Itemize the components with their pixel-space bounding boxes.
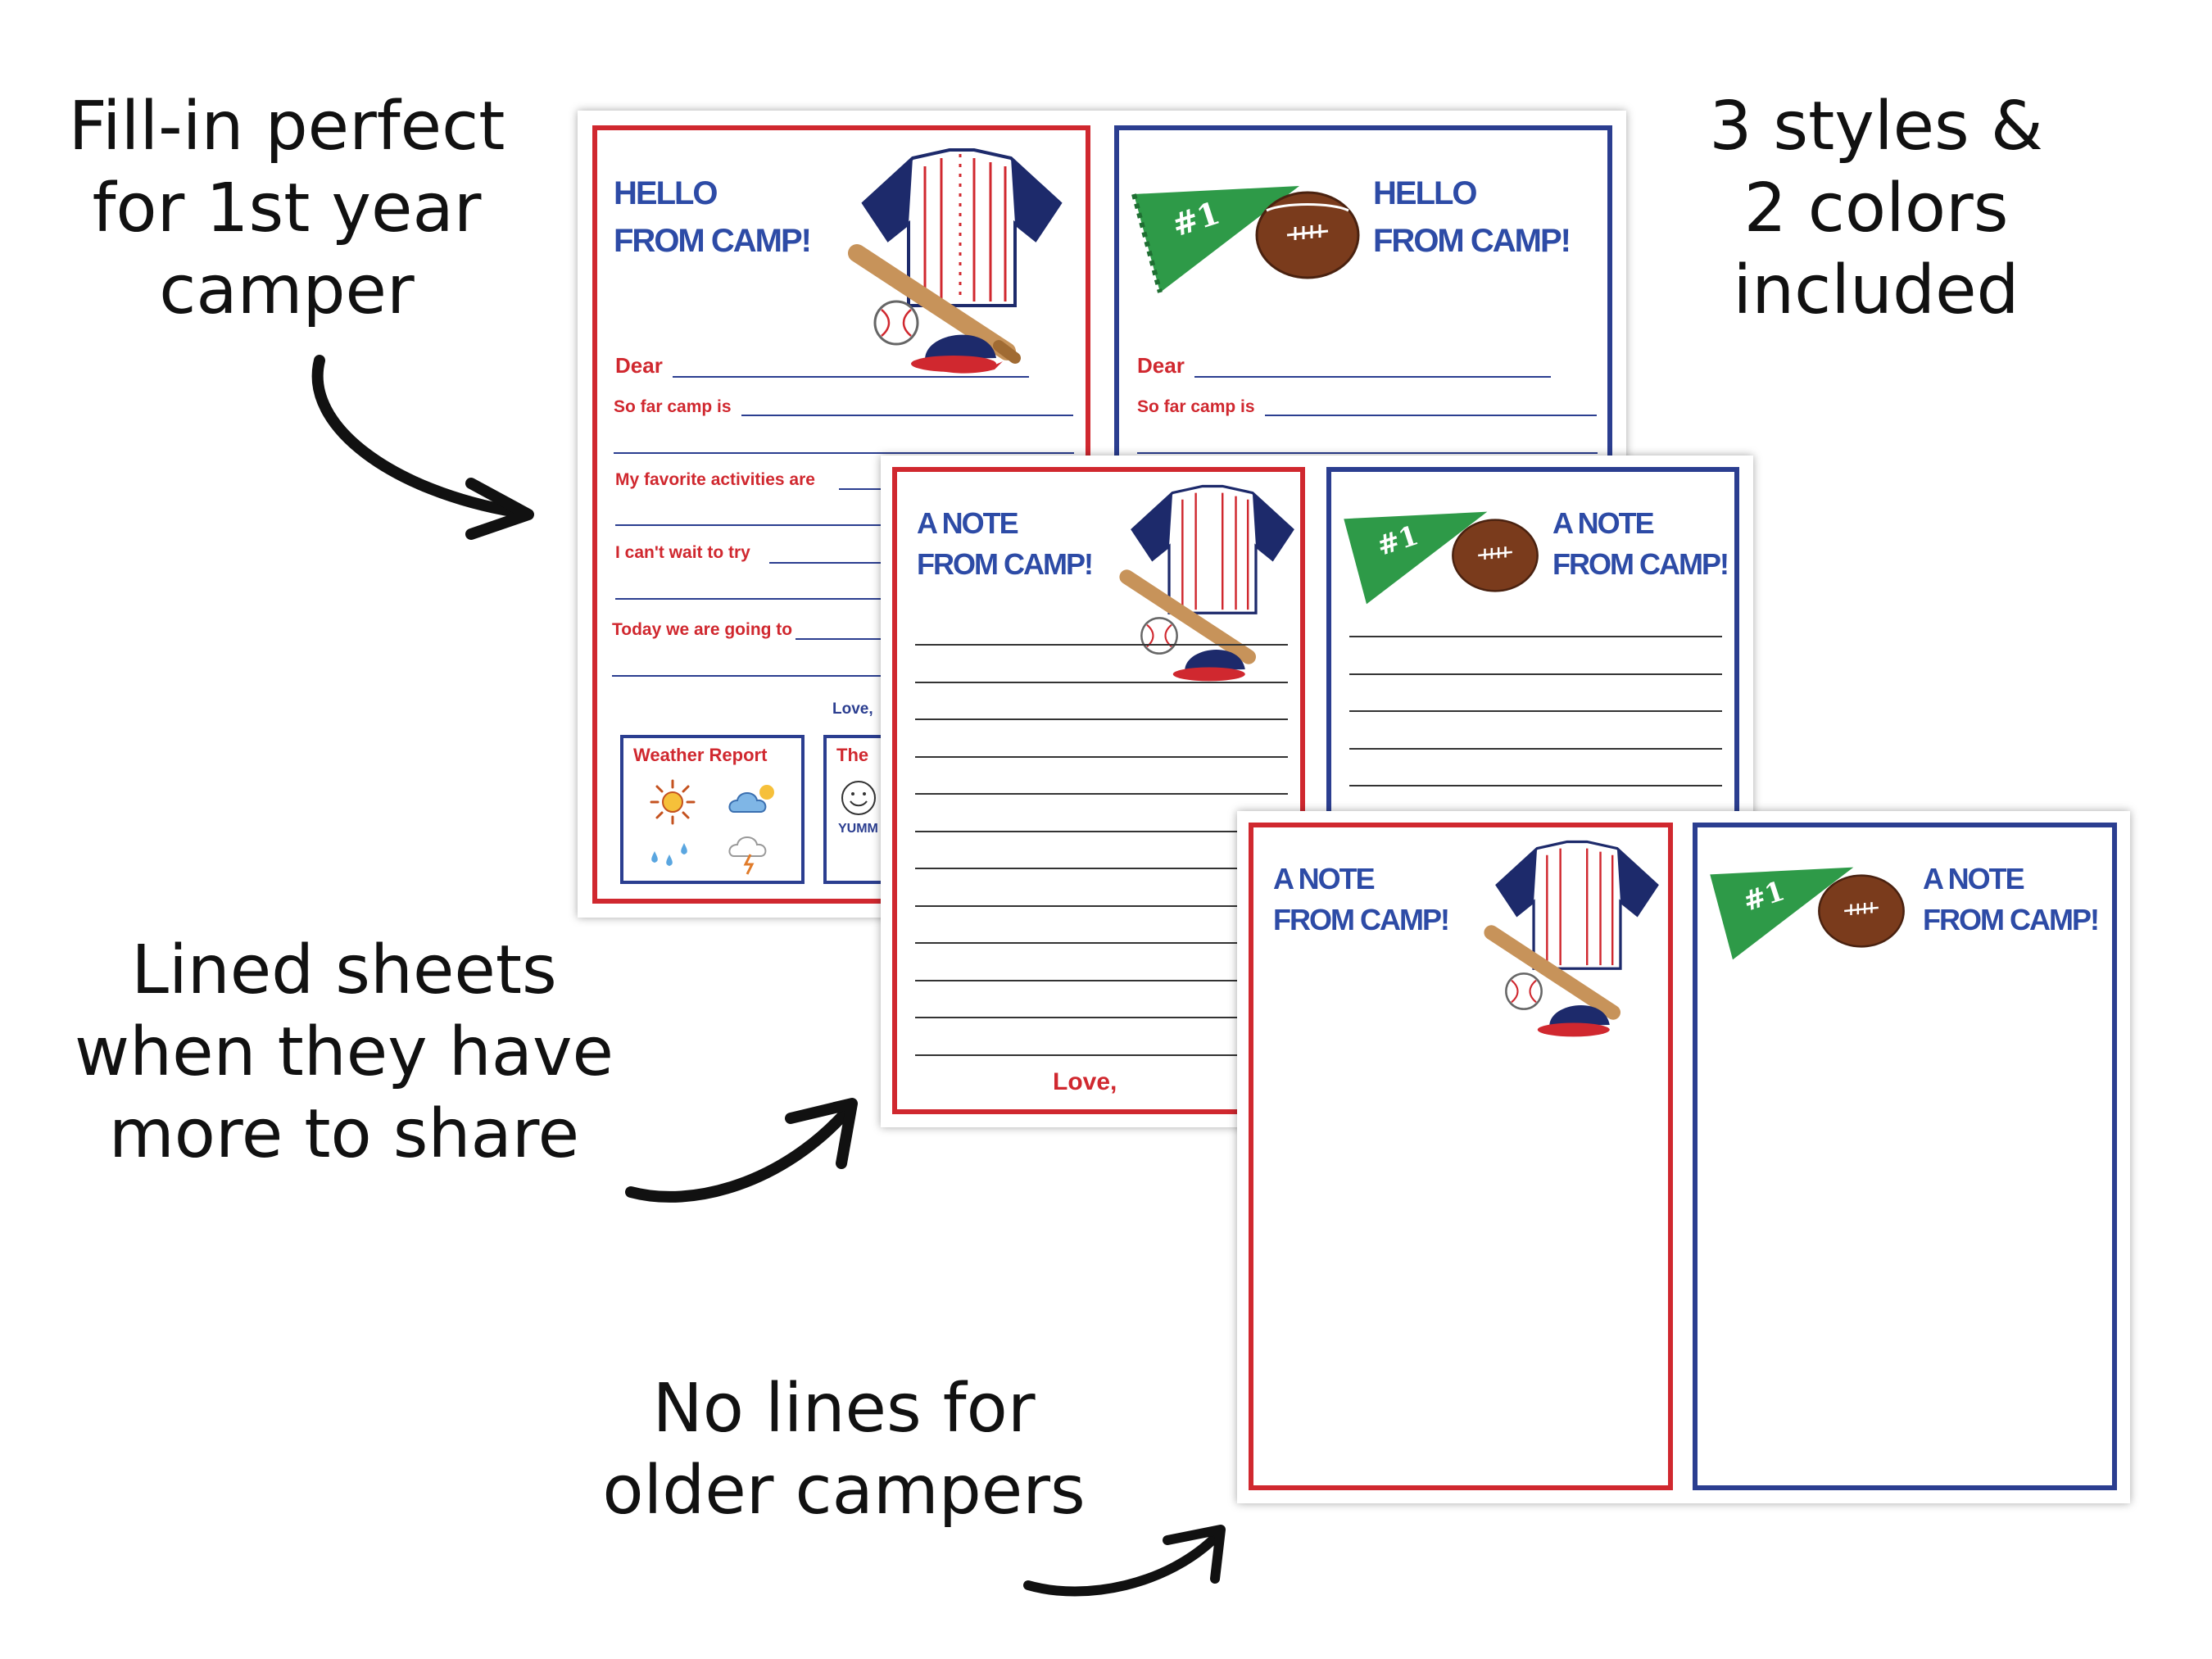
curved-arrow-icon [1023, 1525, 1226, 1597]
writing-line [915, 793, 1288, 795]
weather-report-title: Weather Report [633, 745, 768, 765]
callout-line: Fill-in perfect [68, 88, 505, 165]
writing-line [915, 755, 1288, 758]
callout-line: for 1st year [92, 170, 482, 247]
baseball-cap-icon [1537, 1004, 1610, 1037]
writing-line [1349, 710, 1722, 712]
callout-fill-in: Fill-in perfect for 1st year camper [49, 86, 524, 332]
writing-line [915, 979, 1288, 981]
today-label: Today we are going to [612, 620, 793, 639]
dear-line [673, 376, 1029, 378]
writing-line [1349, 747, 1722, 750]
curved-arrow-icon [625, 1098, 858, 1203]
callout-line: 2 colors [1743, 170, 2009, 247]
writing-line [915, 644, 1288, 646]
football-icon [1255, 191, 1360, 279]
callout-styles: 3 styles & 2 colors included [1671, 86, 2081, 332]
second-box-word: YUMM [838, 822, 878, 836]
so-far-label: So far camp is [614, 397, 732, 416]
love-label: Love, [832, 700, 873, 718]
callout-line: 3 styles & [1709, 88, 2043, 165]
today-line-2 [612, 675, 1074, 677]
rain-icon [651, 843, 687, 866]
callout-line: older campers [602, 1452, 1086, 1530]
cloud-sun-icon [728, 785, 774, 813]
weather-report-box: Weather Report [620, 735, 805, 884]
writing-line [915, 830, 1288, 832]
writing-line [915, 1054, 1288, 1056]
baseball-bat-icon [848, 244, 1021, 364]
smiley-icon [841, 781, 876, 815]
football-icon [1818, 874, 1905, 948]
football-icon [1452, 519, 1539, 592]
writing-line [915, 681, 1288, 683]
favorite-label: My favorite activities are [615, 470, 815, 489]
storm-icon [728, 836, 767, 875]
callout-lined: Lined sheets when they have more to shar… [49, 930, 639, 1176]
curved-arrow-icon [311, 355, 534, 540]
baseball-icon [1505, 972, 1543, 1010]
baseball-cap-icon [1172, 649, 1245, 682]
so-far-line [741, 415, 1073, 416]
writing-line [915, 904, 1288, 907]
baseball-jersey-icon [861, 148, 1063, 307]
sun-icon [650, 779, 696, 825]
baseball-jersey-icon [1131, 484, 1294, 614]
love-label: Love, [1053, 1068, 1117, 1095]
baseball-icon [873, 300, 919, 346]
baseball-jersey-icon [1495, 840, 1659, 970]
so-far-line-2 [614, 452, 1074, 454]
pennant-icon: #1 [1344, 511, 1488, 605]
callout-line: Lined sheets [131, 931, 557, 1009]
dear-label: Dear [1137, 353, 1185, 378]
dear-label: Dear [615, 353, 663, 378]
so-far-line [1265, 415, 1597, 416]
baseball-bat-icon [1484, 925, 1620, 1020]
pennant-icon: #1 [1710, 867, 1854, 960]
writing-line [915, 942, 1288, 944]
callout-line: No lines for [652, 1370, 1036, 1448]
baseball-bat-icon [1119, 569, 1256, 664]
callout-line: included [1733, 252, 2019, 329]
second-box-title: The [836, 745, 869, 765]
dear-line [1194, 376, 1551, 378]
writing-line [915, 1017, 1288, 1018]
callout-line: when they have [75, 1013, 614, 1091]
so-far-line-2 [1137, 452, 1598, 454]
callout-line: camper [159, 252, 415, 329]
callout-no-lines: No lines for older campers [565, 1368, 1122, 1532]
cant-wait-line-2 [615, 598, 1074, 600]
writing-line [1349, 636, 1722, 637]
favorite-line-2 [615, 524, 1074, 526]
writing-line [915, 718, 1288, 720]
writing-line [915, 868, 1288, 869]
pennant-icon: #1 [1131, 186, 1299, 293]
baseball-cap-icon [911, 334, 1003, 374]
callout-line: more to share [108, 1095, 580, 1173]
cant-wait-label: I can't wait to try [615, 543, 750, 562]
writing-line [1349, 673, 1722, 675]
so-far-label: So far camp is [1137, 397, 1255, 416]
writing-line [1349, 785, 1722, 786]
